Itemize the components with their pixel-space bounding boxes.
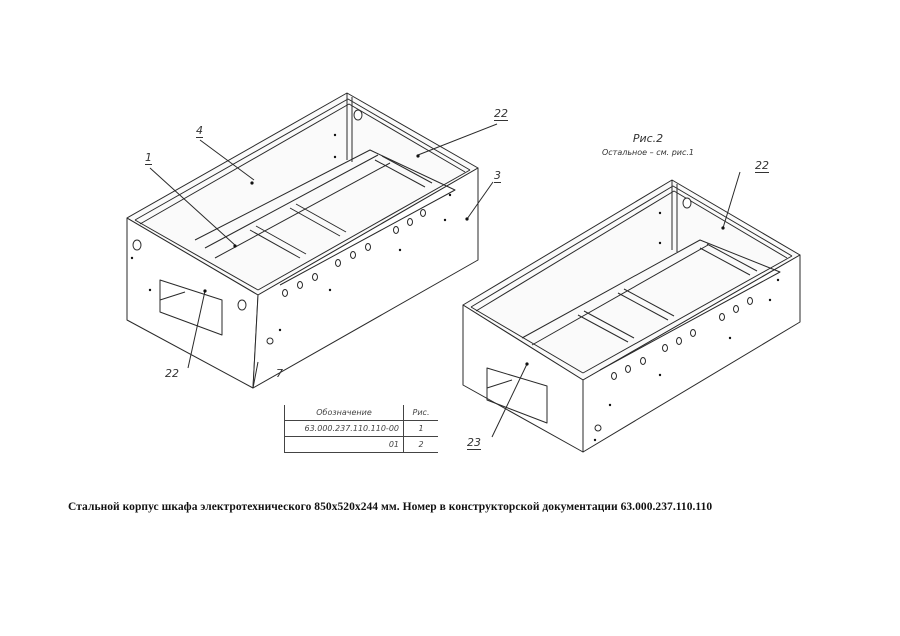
enclosure-figure-1 bbox=[126, 92, 498, 389]
callout-22-top: 22 bbox=[494, 107, 508, 121]
callout-4: 4 bbox=[196, 124, 203, 138]
table-row: 01 2 bbox=[284, 436, 438, 453]
header-designation: Обозначение bbox=[284, 405, 404, 421]
enclosure-figure-2 bbox=[462, 171, 801, 453]
figure-2-title: Рис.2 bbox=[632, 132, 664, 145]
figure-2-title-block: Рис.2 Остальное – см. рис.1 bbox=[596, 132, 700, 157]
cell-designation: 01 bbox=[284, 436, 404, 453]
cell-designation: 63.000.237.110.110-00 bbox=[284, 420, 404, 437]
specification-table: Обозначение Рис. 63.000.237.110.110-00 1… bbox=[284, 405, 438, 453]
callout-22-fig2: 22 bbox=[755, 159, 769, 173]
callout-3: 3 bbox=[494, 169, 501, 183]
table-row: 63.000.237.110.110-00 1 bbox=[284, 420, 438, 437]
figure-2-subtitle: Остальное – см. рис.1 bbox=[601, 148, 695, 157]
callout-7: 7 bbox=[276, 367, 283, 380]
cell-figure: 1 bbox=[403, 420, 438, 437]
cell-figure: 2 bbox=[403, 436, 438, 453]
callout-22-bottom: 22 bbox=[165, 367, 179, 380]
callout-1: 1 bbox=[145, 151, 152, 165]
document-caption: Стальной корпус шкафа электротехническог… bbox=[68, 501, 713, 513]
header-figure: Рис. bbox=[403, 405, 438, 421]
callout-23: 23 bbox=[467, 436, 481, 450]
